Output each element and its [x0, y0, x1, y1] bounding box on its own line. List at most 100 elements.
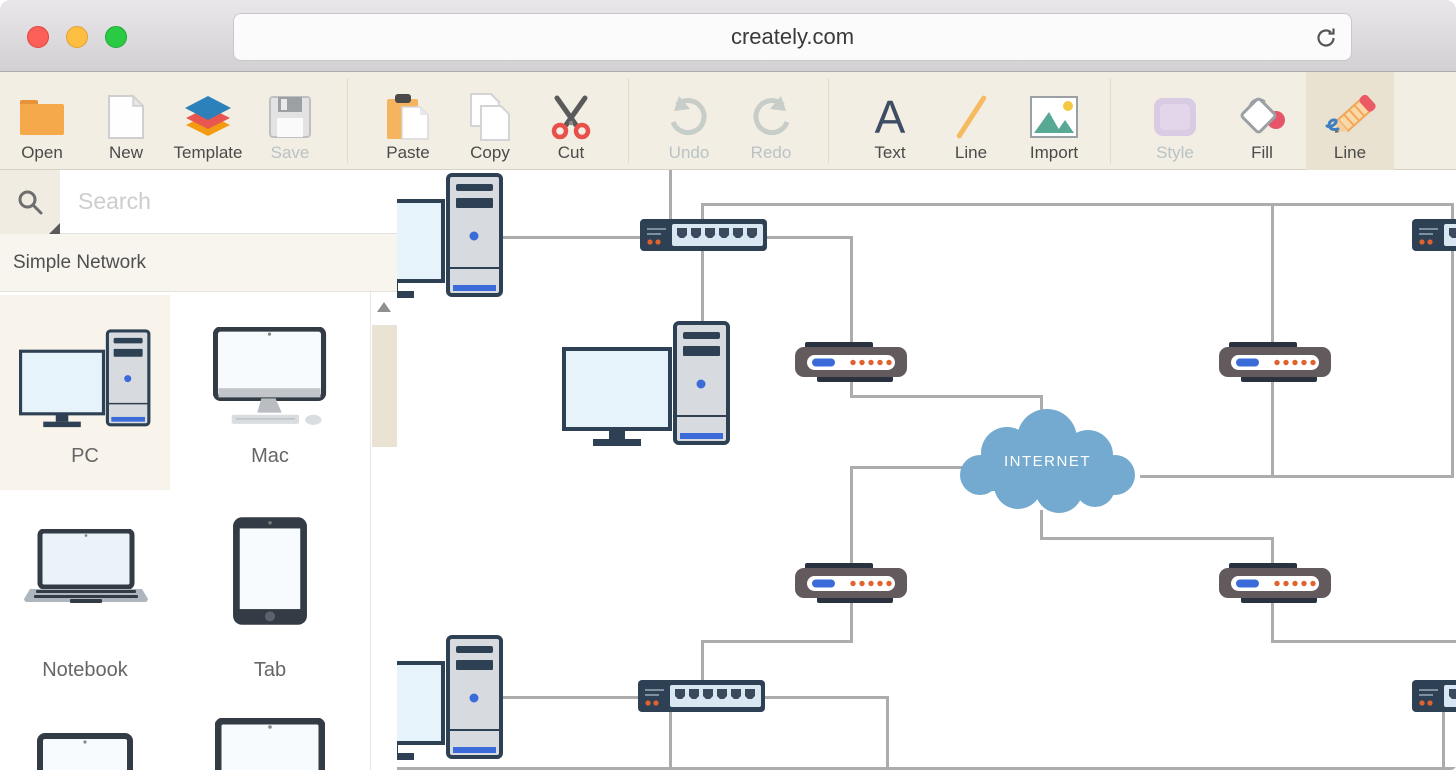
connector-line: [850, 380, 853, 398]
scrollbar-thumb[interactable]: [372, 325, 397, 447]
connector-line: [853, 466, 963, 469]
connector-line: [669, 170, 672, 221]
tool-label: Save: [270, 143, 310, 162]
palette-item-notebook[interactable]: Notebook: [0, 490, 170, 700]
paste-clipboard-icon: [387, 94, 429, 140]
connector-line: [500, 236, 642, 239]
style-button[interactable]: Style: [1138, 72, 1212, 170]
tool-label: Template: [173, 143, 243, 162]
redo-icon: [753, 96, 790, 136]
palette-item-tab[interactable]: Tab: [170, 490, 370, 700]
connector-line: [701, 203, 1454, 206]
minimize-window-button[interactable]: [66, 26, 88, 48]
network-device-pc[interactable]: [397, 173, 505, 305]
palette-item-partial-1[interactable]: [0, 700, 170, 770]
palette-item-pc[interactable]: PC: [0, 295, 170, 490]
connector-line: [397, 767, 1456, 770]
reload-icon[interactable]: [1313, 25, 1339, 51]
line-tool-icon: [955, 94, 987, 140]
connector-line: [1442, 712, 1445, 769]
palette-item-mac[interactable]: Mac: [170, 295, 370, 490]
partial-laptop-icon: [215, 718, 325, 770]
line-style-button[interactable]: Line: [1306, 72, 1394, 170]
zoom-window-button[interactable]: [105, 26, 127, 48]
fill-button[interactable]: Fill: [1226, 72, 1298, 170]
copy-pages-icon: [470, 93, 510, 141]
connector-line: [763, 696, 889, 699]
switch-icon: [1412, 219, 1456, 251]
main-area: Simple Network PC: [0, 170, 1456, 770]
network-device-pc[interactable]: [562, 321, 732, 453]
scroll-up-button[interactable]: [371, 292, 397, 322]
open-button[interactable]: Open: [6, 72, 78, 170]
shape-label: Mac: [251, 445, 289, 467]
tool-label: Line: [1333, 143, 1367, 162]
pc-icon: [397, 173, 503, 298]
connector-line: [1271, 537, 1274, 565]
router-icon: [1219, 342, 1331, 382]
shape-palette: PC Mac: [0, 292, 397, 770]
connector-line: [701, 640, 853, 643]
tool-label: Import: [1029, 143, 1079, 162]
network-device-switch[interactable]: [1412, 680, 1456, 717]
network-device-router[interactable]: [1219, 563, 1331, 608]
network-device-switch[interactable]: [640, 219, 767, 256]
address-bar[interactable]: creately.com: [233, 13, 1352, 61]
dropdown-corner-icon: [49, 223, 60, 234]
undo-button[interactable]: Undo: [652, 72, 726, 170]
cut-button[interactable]: Cut: [536, 72, 606, 170]
mac-shape-icon: [212, 326, 326, 425]
toolbar-separator: [628, 78, 629, 164]
connector-line: [669, 712, 672, 769]
tool-label: Copy: [470, 143, 510, 162]
text-button[interactable]: A Text: [854, 72, 926, 170]
tool-label: Fill: [1251, 143, 1273, 162]
search-input[interactable]: [60, 170, 397, 233]
save-button[interactable]: Save: [256, 72, 324, 170]
close-window-button[interactable]: [27, 26, 49, 48]
connector-line: [1451, 203, 1454, 478]
network-device-switch[interactable]: [638, 680, 765, 717]
network-device-switch[interactable]: [1412, 219, 1456, 256]
internet-cloud[interactable]: INTERNET: [955, 403, 1140, 520]
toolbar-separator: [828, 78, 829, 164]
shape-label: Notebook: [42, 659, 128, 681]
network-device-router[interactable]: [1219, 342, 1331, 387]
chevron-up-icon: [377, 302, 391, 312]
connector-line: [1271, 203, 1274, 343]
network-device-router[interactable]: [795, 563, 907, 608]
save-floppy-icon: [269, 96, 311, 138]
palette-item-partial-2[interactable]: [170, 700, 370, 770]
section-title: Simple Network: [13, 251, 147, 273]
copy-button[interactable]: Copy: [452, 72, 528, 170]
switch-icon: [640, 219, 767, 251]
cut-scissors-icon: [551, 95, 591, 140]
connector-line: [850, 600, 853, 643]
network-device-router[interactable]: [795, 342, 907, 387]
search-category-button[interactable]: [0, 170, 60, 234]
shape-section-header[interactable]: Simple Network: [0, 234, 397, 292]
tool-label: Open: [21, 143, 63, 162]
paste-button[interactable]: Paste: [370, 72, 446, 170]
line-button[interactable]: Line: [936, 72, 1006, 170]
template-button[interactable]: Template: [166, 72, 250, 170]
connector-line: [1271, 380, 1274, 478]
tool-label: Text: [874, 143, 906, 162]
network-device-pc[interactable]: [397, 635, 505, 767]
connector-line: [850, 395, 1043, 398]
diagram-canvas[interactable]: INTERNET: [397, 170, 1456, 770]
partial-laptop-icon: [37, 733, 133, 770]
new-document-icon: [108, 94, 145, 139]
browser-chrome: creately.com: [0, 0, 1456, 72]
palette-divider: [370, 292, 371, 770]
shape-sidebar: Simple Network PC: [0, 170, 397, 770]
palette-scrollbar[interactable]: [371, 292, 397, 770]
fill-bucket-icon: [1240, 97, 1285, 134]
connector-line: [1040, 537, 1274, 540]
tool-label: Style: [1156, 143, 1194, 162]
router-icon: [795, 563, 907, 603]
new-button[interactable]: New: [92, 72, 160, 170]
import-button[interactable]: Import: [1014, 72, 1094, 170]
redo-button[interactable]: Redo: [734, 72, 808, 170]
